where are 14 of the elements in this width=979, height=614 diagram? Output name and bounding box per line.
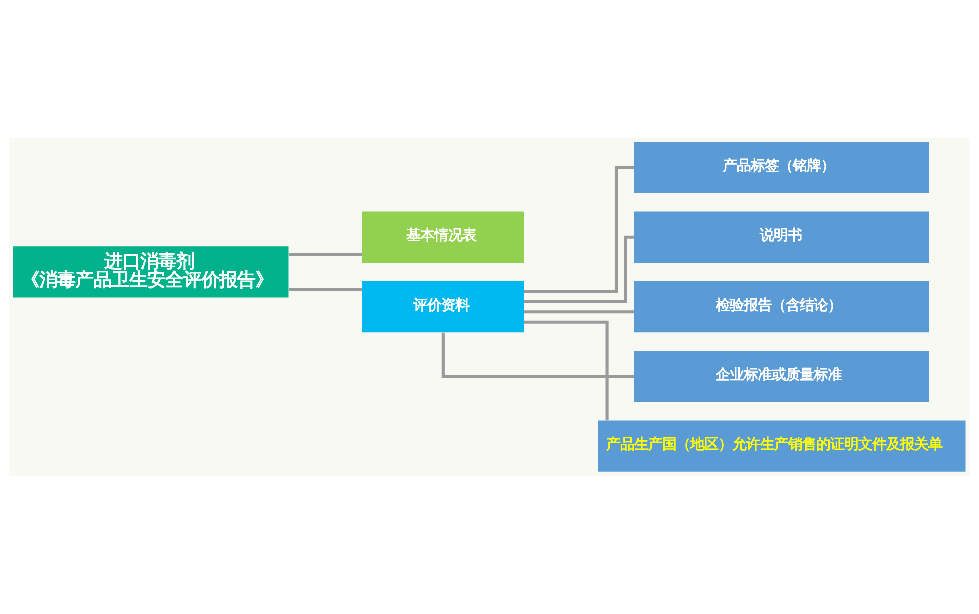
connector — [524, 236, 634, 304]
connector — [524, 320, 609, 421]
node-box: 产品标签（铭牌） — [634, 142, 930, 194]
node-box: 检验报告（含结论） — [634, 281, 930, 333]
connector — [289, 253, 362, 256]
node-box: 企业标准或质量标准 — [634, 351, 930, 402]
node-box: 产品生产国（地区）允许生产销售的证明文件及报关单 — [598, 420, 966, 472]
node-box: 评价资料 — [362, 281, 524, 333]
connector — [289, 288, 362, 292]
node-box: 基本情况表 — [362, 212, 524, 263]
connector — [524, 310, 634, 314]
node-box: 进口消毒剂 《消毒产品卫生安全评价报告》 — [13, 246, 289, 298]
node-box: 说明书 — [634, 212, 930, 263]
connector — [442, 332, 634, 378]
